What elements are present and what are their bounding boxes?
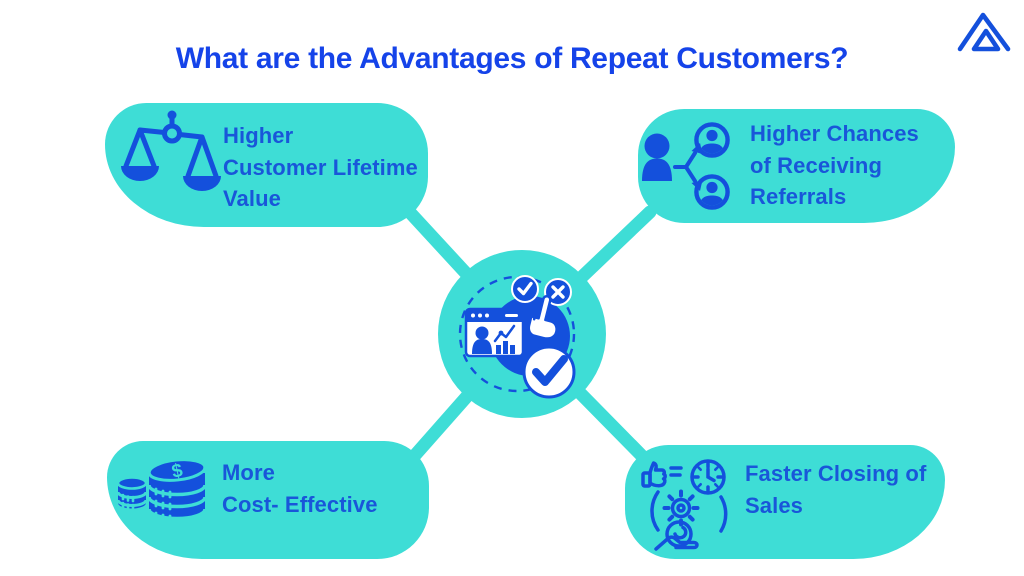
node-higher-customer-lifetime-value: Higher Customer Lifetime Value	[105, 103, 428, 227]
node-label: Faster Closing of Sales	[745, 461, 927, 518]
balance-scale-icon	[121, 110, 221, 191]
node-more-cost-effective: $ More Cost- Effective	[107, 441, 429, 559]
pointer-hand-icon	[527, 295, 558, 340]
node-label: Higher Customer Lifetime Value	[223, 123, 418, 211]
node-label: Higher Chances of Receiving Referrals	[750, 121, 919, 209]
dashed-circle	[458, 275, 576, 393]
coin-stacks-icon: $	[116, 458, 207, 523]
approved-check-circle-icon	[522, 345, 576, 399]
node-faster-closing-of-sales: Faster Closing of Sales	[625, 445, 945, 559]
node-higher-chances-of-referrals: Higher Chances of Receiving Referrals	[638, 109, 955, 223]
page-title: What are the Advantages of Repeat Custom…	[175, 42, 849, 75]
mountain-logo-icon	[957, 12, 1011, 52]
fast-deal-icon	[641, 459, 728, 551]
cross-badge-icon	[544, 278, 572, 306]
referral-users-icon	[642, 122, 730, 210]
check-badge-icon	[511, 275, 539, 303]
node-label: More Cost- Effective	[222, 460, 378, 517]
svg-text:$: $	[170, 460, 185, 483]
analytics-browser-icon	[464, 307, 525, 358]
center-illustration	[458, 275, 576, 399]
